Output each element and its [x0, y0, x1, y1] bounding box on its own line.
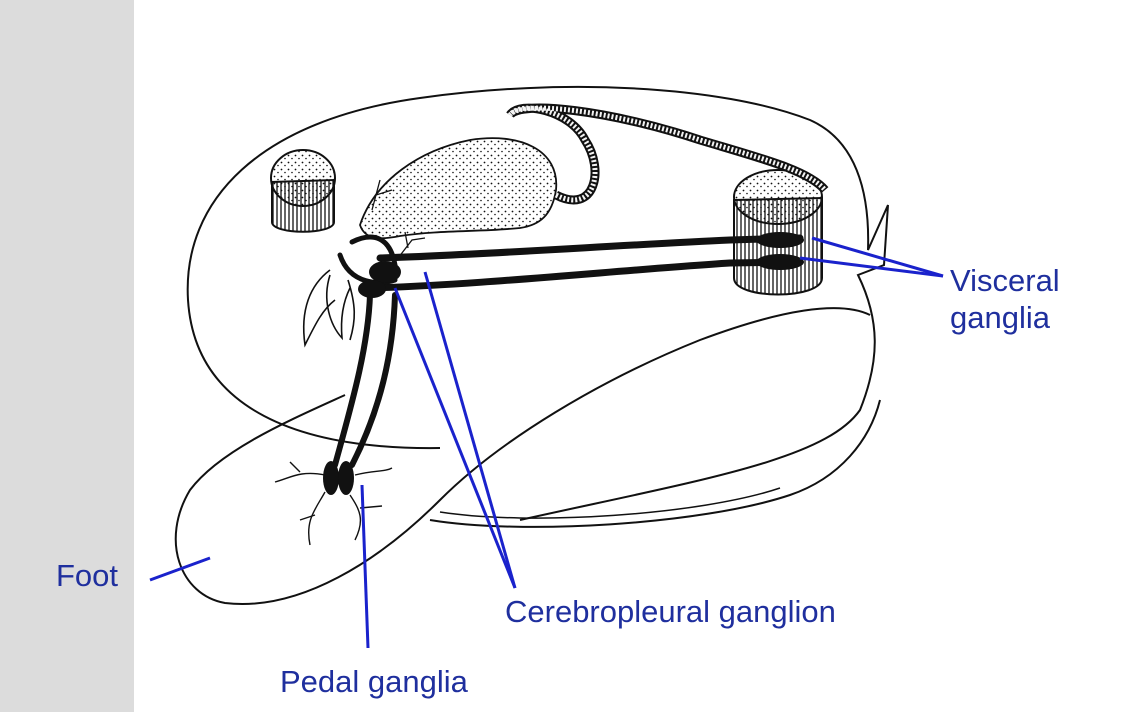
shell-outline: [186, 85, 889, 521]
label-cerebropleural-ganglion: Cerebropleural ganglion: [505, 594, 836, 629]
pedal-nerve-branches: [274, 461, 393, 546]
cerebropleural-ganglion: [369, 261, 401, 283]
pointer-lines: [149, 236, 944, 649]
labial-palps: [302, 269, 356, 348]
foot-shape: [174, 307, 871, 605]
cerebropleural-ganglion-lower: [358, 280, 386, 298]
label-visceral-ganglia: Visceral ganglia: [950, 262, 1060, 336]
label-pedal-ganglia: Pedal ganglia: [280, 664, 468, 699]
pointer-cerebro-b: [423, 271, 517, 589]
label-foot: Foot: [56, 558, 119, 593]
pointer-visceral-a: [811, 236, 944, 278]
cerebral-nerve-branches: [371, 179, 426, 263]
visceral-ganglia: [756, 232, 804, 270]
pointer-pedal: [360, 484, 370, 649]
stomach-organ: [359, 137, 558, 240]
shell-lower-edge: [429, 399, 881, 528]
shell-lower-edge-inner: [439, 487, 781, 519]
left-sidebar-panel: [0, 0, 134, 712]
pointer-cerebro-a: [393, 287, 517, 589]
anterior-adductor-muscle: [270, 149, 336, 233]
label-visceral-line1: Visceral: [950, 263, 1060, 298]
label-visceral-line2: ganglia: [950, 300, 1050, 335]
pedal-ganglia: [323, 461, 354, 495]
pointer-foot: [149, 556, 211, 582]
pointer-visceral-b: [799, 256, 944, 278]
nerve-cords: [332, 234, 804, 468]
